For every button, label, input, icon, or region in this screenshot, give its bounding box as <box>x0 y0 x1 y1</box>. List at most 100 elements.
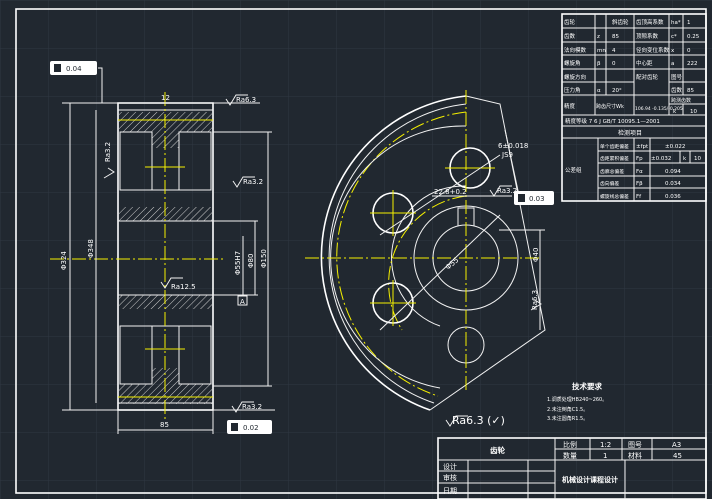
param-cell: 螺旋角 <box>564 59 581 67</box>
inspect-item-name: 齿向偏差 <box>600 180 619 187</box>
param-cell: 齿顶高系数 <box>636 18 664 26</box>
inspect-item-extra: k <box>683 156 687 162</box>
span-label: 跨齿尺寸Wk <box>596 103 624 110</box>
param-cell: 85 <box>612 34 619 40</box>
param-cell: 齿数 <box>564 32 576 40</box>
outer-arc <box>320 95 467 411</box>
datum-a-label: A <box>240 298 245 306</box>
inspect-title: 检测项目 <box>618 129 642 137</box>
svg-text:0.04: 0.04 <box>66 65 82 73</box>
inspect-item-name: 单个齿距偏差 <box>600 143 629 150</box>
param-cell: 0 <box>612 61 616 67</box>
part-name: 齿轮 <box>490 445 505 455</box>
keyway-tolerance: 6±0.018 <box>498 142 528 150</box>
precision-label: 精度 <box>564 102 576 110</box>
roughness-symbol-top <box>225 94 248 106</box>
span-teeth-label: 跨测齿数 <box>671 97 691 104</box>
date-label: 日期 <box>443 487 457 495</box>
param-cell: α <box>597 88 601 94</box>
span-value: 106.94 -0.135/-0.205 <box>635 106 683 112</box>
tolerance-tag-side[interactable]: 0.03 <box>514 191 554 205</box>
drawing-no-value: A3 <box>672 441 681 449</box>
span-k-value: 10 <box>690 109 697 115</box>
inspect-item-extra-value: 10 <box>694 156 701 162</box>
title-block <box>437 437 707 499</box>
param-cell: 径向变位系数 <box>636 46 670 54</box>
inspect-item-value: 0.036 <box>665 194 681 200</box>
param-cell: 85 <box>687 88 694 94</box>
dim-key-depth: 22.8+0.2 <box>434 188 467 196</box>
hatch-web-bottom <box>152 368 179 384</box>
param-cell: 顶隙系数 <box>636 32 659 40</box>
dim-side-hole: Φ40 <box>532 248 540 262</box>
inspect-item-symbol: Fβ <box>636 181 643 187</box>
dim-web: Φ150 <box>260 249 268 268</box>
dim-top: 12 <box>161 94 170 102</box>
param-cell: 法向模数 <box>564 46 587 54</box>
roughness-right-label: Ra3.2 <box>243 178 263 186</box>
param-cell: 齿轮 <box>564 18 576 26</box>
inspect-item-value: 0.034 <box>665 181 681 187</box>
param-cell: 图号 <box>671 73 683 81</box>
inspect-item-value: 0.094 <box>665 169 681 175</box>
designer-label: 设计 <box>443 462 457 471</box>
scale-value: 1:2 <box>600 441 611 449</box>
tech-req-3: 3.未注圆角R1.5。 <box>547 415 588 422</box>
material-label: 材料 <box>628 451 642 460</box>
roughness-key-label: Ra3.2 <box>497 187 517 195</box>
precision-grade: 精度等级 7 6 J GB/T 10095.1—2001 <box>565 117 660 125</box>
param-cell: 齿数 <box>671 86 683 94</box>
roughness-mid-label: Ra12.5 <box>171 283 196 291</box>
tech-requirements-title: 技术要求 <box>572 381 602 391</box>
svg-text:0.02: 0.02 <box>243 424 259 432</box>
roughness-symbol-mid <box>160 277 183 289</box>
param-cell: 螺旋方向 <box>564 73 586 81</box>
tolerance-tag-bottom[interactable]: 0.02 <box>227 420 272 434</box>
general-roughness-symbol <box>445 415 468 427</box>
scale-label: 比例 <box>563 440 577 449</box>
param-cell: 1 <box>687 20 691 26</box>
hatch-rim-bottom <box>119 384 212 404</box>
param-cell: mn <box>597 48 606 54</box>
keyway-fit: JS9 <box>501 151 513 159</box>
inspect-item-name: 螺旋线总偏差 <box>600 193 629 200</box>
roughness-side-right: Ra6.3 <box>531 290 539 310</box>
gear-parameter-table <box>561 13 707 202</box>
param-cell: c* <box>671 34 677 40</box>
param-cell: 斜齿轮 <box>612 18 629 26</box>
param-cell: z <box>597 34 600 40</box>
dim-bore: Φ55H7 <box>234 251 242 275</box>
roughness-symbol-bottom <box>231 401 254 413</box>
qty-value: 1 <box>603 452 607 460</box>
param-cell: 0.25 <box>687 34 700 40</box>
front-section-view <box>50 67 275 434</box>
course-title: 机械设计课程设计 <box>562 475 618 484</box>
inspect-item-name: 齿距累积偏差 <box>600 155 629 162</box>
roughness-left-label: Ra3.2 <box>104 142 112 162</box>
datum-a-box <box>237 295 248 306</box>
param-cell: 222 <box>687 61 698 67</box>
checker-label: 审核 <box>443 473 457 482</box>
drawing-frame <box>15 8 707 494</box>
qty-label: 数量 <box>563 451 577 460</box>
tolerance-tag-top[interactable]: 0.04 <box>50 61 97 75</box>
roughness-bottom-label: Ra3.2 <box>242 403 262 411</box>
drawing-no-label: 图号 <box>628 441 642 449</box>
inspect-item-symbol: Fα <box>636 169 643 175</box>
param-cell: 配对齿轮 <box>636 73 659 81</box>
param-cell: ha* <box>671 20 681 26</box>
material-value: 45 <box>673 452 682 460</box>
dim-hub: Φ80 <box>247 254 255 268</box>
param-cell: β <box>597 61 601 67</box>
inspect-item-value: ±0.032 <box>651 156 671 162</box>
dim-outer: Φ348 <box>87 239 95 258</box>
dim-root: Φ324 <box>60 251 68 270</box>
param-cell: 20° <box>612 88 622 94</box>
param-cell: x <box>671 48 675 54</box>
roughness-symbol-left <box>103 167 115 179</box>
tech-req-1: 1.调质处理HB240~260。 <box>547 396 607 403</box>
span-k: k <box>673 109 677 115</box>
